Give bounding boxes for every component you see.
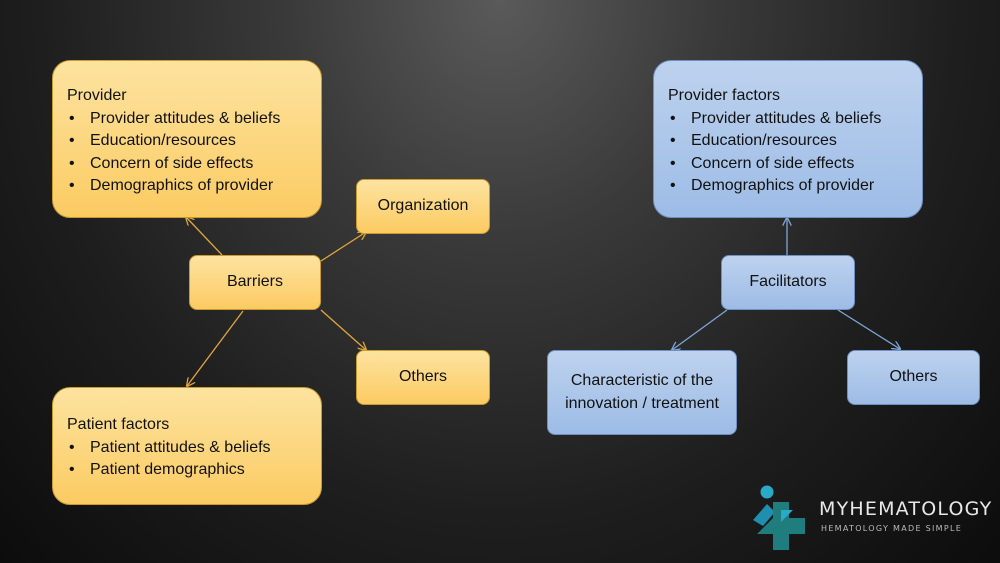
list-item: Demographics of provider bbox=[668, 175, 908, 198]
provider-title: Provider bbox=[67, 87, 127, 104]
logo-title: MYHEMATOLOGY bbox=[819, 498, 993, 520]
list-item: Provider attitudes & beliefs bbox=[668, 108, 908, 131]
list-item: Concern of side effects bbox=[67, 153, 307, 176]
logo-subtitle: HEMATOLOGY MADE SIMPLE bbox=[821, 524, 963, 533]
organization-box: Organization bbox=[356, 179, 490, 234]
provider-factors-box: Provider factors Provider attitudes & be… bbox=[653, 60, 923, 218]
list-item: Concern of side effects bbox=[668, 153, 908, 176]
myhematology-logo: MYHEMATOLOGY HEMATOLOGY MADE SIMPLE bbox=[745, 484, 993, 554]
facilitators-others-box: Others bbox=[847, 350, 980, 405]
patient-factors-list: Patient attitudes & beliefs Patient demo… bbox=[67, 437, 307, 482]
arrow-to-patient-factors bbox=[187, 310, 244, 386]
facilitators-label: Facilitators bbox=[749, 273, 827, 291]
arrow-to-others bbox=[320, 309, 366, 350]
innovation-box: Characteristic of the innovation / treat… bbox=[547, 350, 737, 435]
provider-factors-list: Provider attitudes & beliefs Education/r… bbox=[668, 108, 908, 198]
arrow-to-innovation bbox=[672, 309, 728, 350]
list-item: Provider attitudes & beliefs bbox=[67, 108, 307, 131]
arrow-to-organization bbox=[320, 232, 366, 262]
medical-cross-icon bbox=[753, 485, 805, 550]
provider-box: Provider Provider attitudes & beliefs Ed… bbox=[52, 60, 322, 218]
provider-list: Provider attitudes & beliefs Education/r… bbox=[67, 108, 307, 198]
arrow-to-facilitator-others bbox=[837, 309, 900, 349]
list-item: Patient demographics bbox=[67, 459, 307, 482]
list-item: Demographics of provider bbox=[67, 175, 307, 198]
barriers-label: Barriers bbox=[226, 273, 283, 291]
barriers-box: Barriers bbox=[189, 255, 321, 310]
list-item: Patient attitudes & beliefs bbox=[67, 437, 307, 460]
patient-factors-box: Patient factors Patient attitudes & beli… bbox=[52, 387, 322, 505]
patient-factors-title: Patient factors bbox=[67, 416, 170, 433]
facilitators-box: Facilitators bbox=[721, 255, 855, 310]
barriers-others-label: Others bbox=[398, 368, 447, 386]
barriers-others-box: Others bbox=[356, 350, 490, 405]
list-item: Education/resources bbox=[668, 130, 908, 153]
provider-factors-title: Provider factors bbox=[668, 87, 781, 104]
organization-label: Organization bbox=[377, 197, 469, 215]
list-item: Education/resources bbox=[67, 130, 307, 153]
arrow-to-provider bbox=[186, 217, 223, 256]
innovation-label: Characteristic of the innovation / treat… bbox=[565, 372, 719, 412]
facilitators-others-label: Others bbox=[889, 368, 938, 386]
